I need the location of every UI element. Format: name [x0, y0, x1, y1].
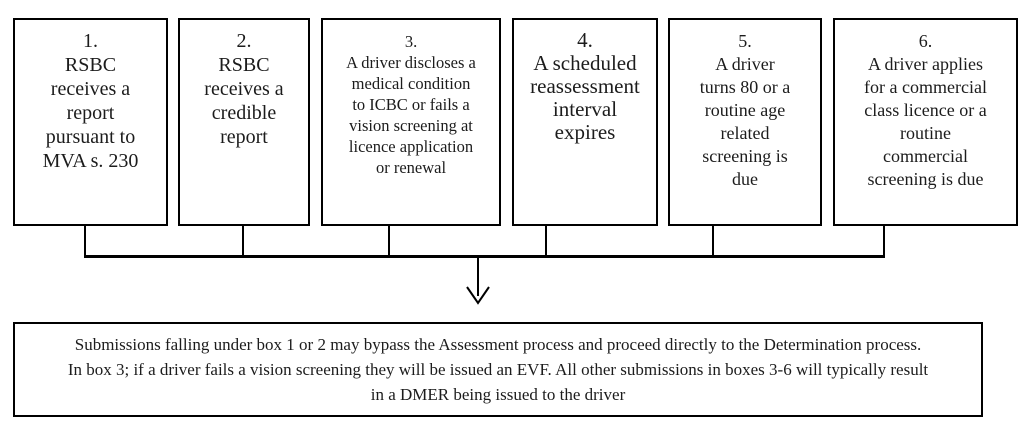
text-line: to ICBC or fails a — [352, 95, 470, 114]
text-line: turns 80 or a — [699, 77, 791, 97]
text-line: due — [732, 169, 758, 189]
note-box: Submissions falling under box 1 or 2 may… — [13, 322, 983, 417]
merge-line — [84, 255, 885, 258]
text-line: licence application — [348, 137, 474, 156]
text-line: 3. — [404, 32, 418, 51]
text-line: medical condition — [351, 74, 471, 93]
text-line: vision screening at — [349, 116, 473, 135]
text-line: screening is — [702, 146, 788, 166]
text-line: report — [66, 102, 115, 124]
flow-box-5: 5. A driver turns 80 or a routine age relate… — [668, 18, 822, 226]
text-line: report — [220, 126, 268, 148]
text-line: A driver applies — [868, 54, 983, 74]
text-line: credible — [211, 102, 277, 124]
text-line: reassessment — [530, 74, 640, 98]
connector-line-box2 — [242, 226, 244, 257]
text-line: interval — [552, 97, 618, 121]
connector-line-box5 — [712, 226, 714, 257]
text-line: 5. — [738, 31, 752, 51]
connector-line-box4 — [545, 226, 547, 257]
connector-line-box3 — [388, 226, 390, 257]
connector-line-box6 — [883, 226, 885, 257]
text-line: routine age — [704, 100, 786, 120]
text-line: or renewal — [375, 158, 447, 177]
text-line: expires — [554, 120, 616, 144]
text-line: Submissions falling under box 1 or 2 may… — [74, 335, 922, 354]
text-line: RSBC — [64, 54, 117, 76]
arrow-stem — [477, 258, 479, 296]
text-line: commercial — [883, 146, 968, 166]
down-arrow-icon — [466, 286, 490, 305]
text-line: class licence or a — [864, 100, 987, 120]
text-line: 4. — [577, 28, 593, 52]
flow-box-6: 6. A driver applies for a commercial class … — [833, 18, 1018, 226]
text-line: A driver discloses a — [346, 53, 476, 72]
text-line: 6. — [918, 31, 933, 51]
text-line: A scheduled — [533, 51, 637, 75]
text-line: 2. — [236, 30, 252, 52]
text-line: for a commercial — [864, 77, 987, 97]
text-line: pursuant to — [45, 126, 136, 148]
text-line: routine — [900, 123, 951, 143]
connector-line-box1 — [84, 226, 86, 257]
text-line: In box 3; if a driver fails a vision scr… — [67, 360, 929, 379]
text-line: 1. — [83, 30, 98, 52]
text-line: in a DMER being issued to the driver — [370, 385, 626, 404]
text-line: A driver — [715, 54, 775, 74]
text-line: receives a — [204, 78, 284, 100]
text-line: screening is due — [867, 169, 984, 189]
flow-box-3: 3. A driver discloses a medical condition t… — [321, 18, 501, 226]
text-line: receives a — [50, 78, 131, 100]
text-line: RSBC — [218, 54, 270, 76]
text-line: MVA s. 230 — [42, 150, 139, 172]
text-line: related — [720, 123, 770, 143]
